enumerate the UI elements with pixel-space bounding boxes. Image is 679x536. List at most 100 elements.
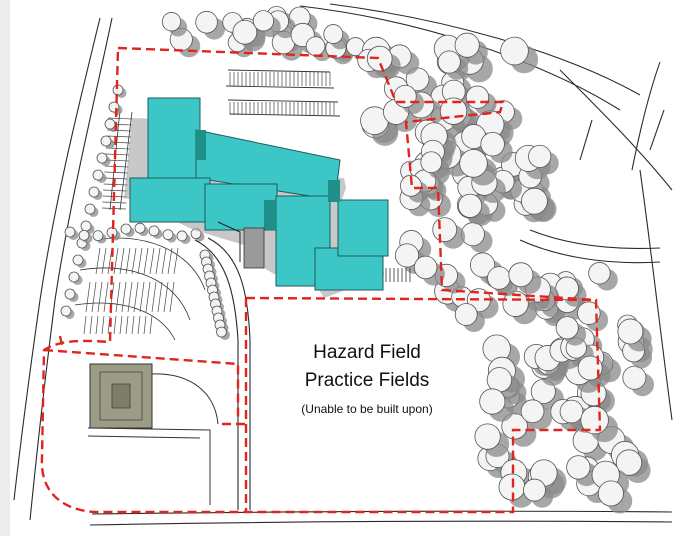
- tree: [161, 12, 188, 37]
- parking-stripe: [173, 247, 179, 275]
- tree: [148, 225, 163, 239]
- parking-stripe: [95, 315, 99, 335]
- tree: [64, 226, 79, 240]
- tree: [92, 169, 107, 183]
- tree: [487, 266, 519, 297]
- field-title: Hazard Field: [313, 342, 421, 363]
- parking-stripe: [107, 117, 133, 120]
- tree: [580, 405, 619, 443]
- tree: [460, 222, 493, 253]
- parking-stripe: [169, 281, 175, 313]
- parking-stripe: [101, 247, 107, 275]
- tree: [617, 318, 652, 352]
- tree: [521, 187, 557, 222]
- parking-stripe: [121, 281, 127, 313]
- parking-stripe: [133, 281, 139, 313]
- parking-lot-southwest: [74, 237, 206, 341]
- parking-stripe: [104, 165, 129, 168]
- tree: [420, 151, 450, 179]
- tree: [622, 339, 653, 369]
- left-margin-strip: [0, 0, 10, 536]
- parking-stripe: [83, 315, 87, 335]
- tree: [252, 10, 281, 38]
- tree: [479, 388, 514, 422]
- property-boundary: [40, 46, 602, 514]
- parking-stripe: [97, 281, 103, 313]
- parking-stripes: [83, 72, 335, 335]
- tree: [432, 217, 466, 249]
- tree: [78, 229, 93, 244]
- parking-stripe: [115, 281, 121, 313]
- parking-stripe: [106, 135, 131, 138]
- tree: [134, 222, 149, 237]
- tree: [508, 262, 542, 294]
- parking-stripe: [131, 315, 135, 335]
- tree: [500, 36, 539, 74]
- parking-stripe: [155, 247, 161, 275]
- tree: [162, 229, 177, 243]
- tree: [232, 19, 266, 52]
- tree: [520, 399, 552, 430]
- tree: [622, 365, 655, 397]
- tree: [474, 423, 510, 457]
- tree: [437, 50, 469, 80]
- parking-stripe: [125, 315, 129, 335]
- tree: [454, 303, 485, 333]
- tree: [216, 326, 230, 340]
- tree: [459, 149, 498, 186]
- tree: [400, 174, 429, 203]
- parking-stripe: [113, 247, 119, 275]
- parking-stripe: [161, 247, 167, 275]
- tree: [96, 152, 111, 166]
- tree: [72, 254, 87, 268]
- tree: [413, 255, 445, 286]
- parking-stripe: [149, 247, 155, 275]
- tree: [88, 186, 103, 200]
- parking-stripe: [137, 247, 143, 275]
- parking-stripe: [119, 315, 123, 335]
- tree: [84, 203, 99, 217]
- parking-stripe: [151, 281, 157, 313]
- tree: [615, 449, 651, 483]
- parking-stripe: [149, 315, 153, 335]
- tree: [60, 305, 75, 319]
- parking-stripe: [145, 281, 151, 313]
- road-lines: [13, 3, 673, 526]
- parking-stripe: [105, 153, 130, 156]
- parking-stripe: [102, 201, 127, 204]
- tree: [501, 413, 537, 447]
- parking-stripe: [103, 281, 109, 313]
- parking-stripe: [143, 247, 149, 275]
- main-school-building: [124, 97, 411, 298]
- tree: [323, 24, 350, 50]
- parking-stripe: [103, 189, 128, 192]
- field-note: (Unable to be built upon): [301, 402, 433, 416]
- tree-canopy: [60, 5, 655, 514]
- parking-stripe: [103, 177, 129, 180]
- parking-stripe: [137, 315, 141, 335]
- parking-stripe: [85, 281, 91, 313]
- parking-stripe: [119, 247, 125, 275]
- parking-stripe: [113, 315, 117, 335]
- parking-stripe: [143, 315, 147, 335]
- parking-stripe: [91, 281, 97, 313]
- parking-stripe: [127, 281, 133, 313]
- parking-stripe: [89, 315, 93, 335]
- tree: [528, 144, 559, 175]
- tree: [120, 223, 135, 237]
- parking-stripe: [101, 315, 105, 335]
- tree: [176, 230, 191, 244]
- tree: [597, 480, 633, 514]
- parking-stripe: [131, 247, 137, 275]
- tree: [195, 10, 226, 40]
- parking-stripe: [125, 247, 131, 275]
- tree: [64, 288, 79, 302]
- tree: [566, 455, 599, 487]
- parking-stripe: [163, 281, 169, 313]
- parking-stripe: [103, 183, 128, 186]
- small-building: [87, 363, 219, 505]
- parking-lot-north: [225, 69, 341, 117]
- field-subtitle: Practice Fields: [304, 370, 430, 391]
- tree: [112, 84, 127, 98]
